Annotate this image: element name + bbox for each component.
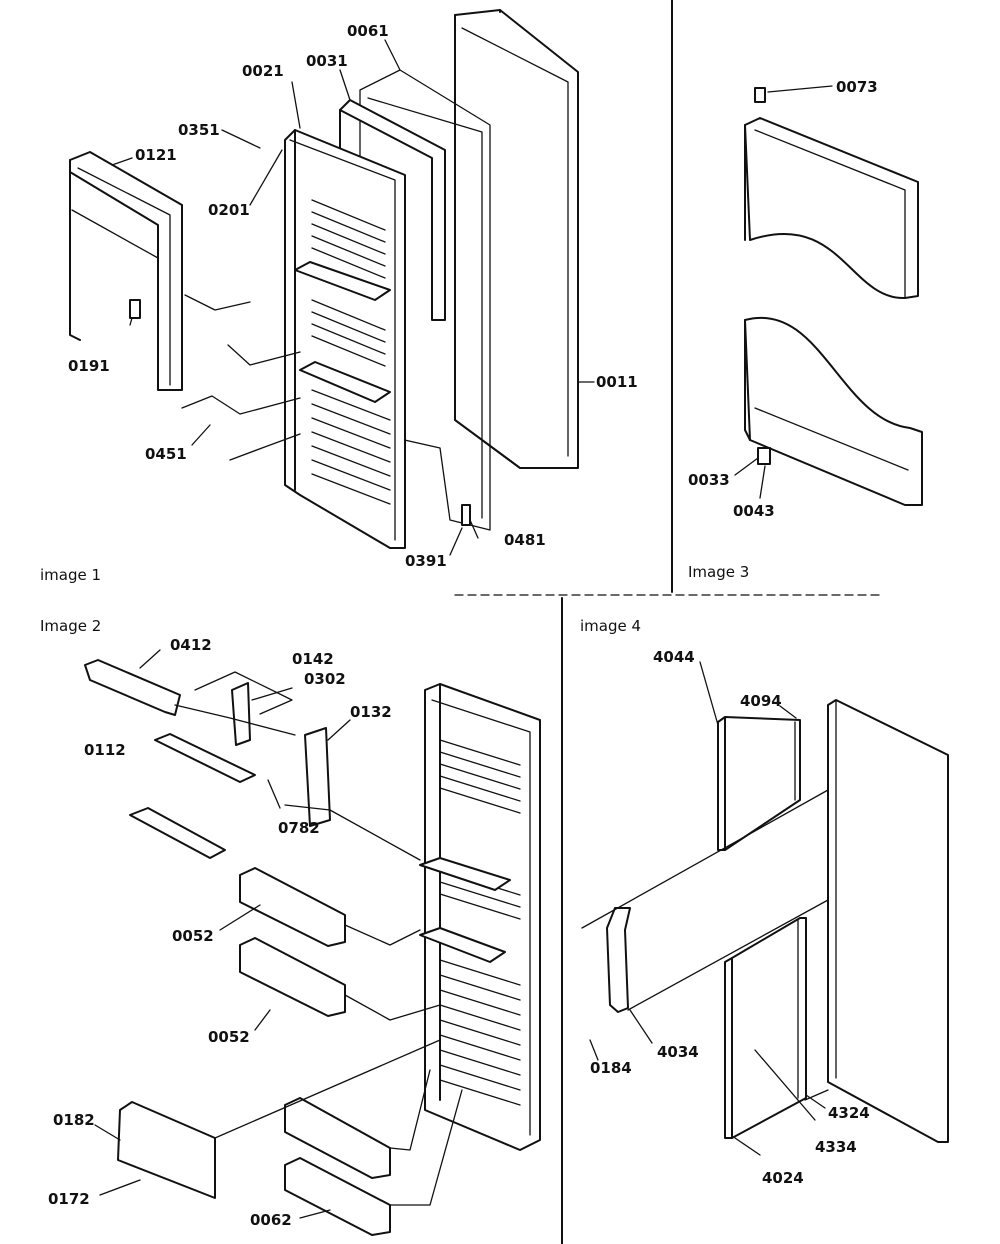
image-3-drawing (734, 85, 923, 506)
image-1-labels: 0061 0021 0031 0351 0121 0201 0191 0011 … (40, 22, 638, 584)
label-4044: 4044 (653, 648, 695, 666)
label-0184: 0184 (590, 1059, 632, 1077)
image-4-title: image 4 (580, 617, 641, 635)
image-4-labels: image 4 4094 4044 4034 0184 4324 4334 40… (580, 617, 870, 1187)
image-2-labels: Image 2 0412 0142 0302 0132 0112 0782 00… (40, 617, 392, 1229)
label-0033: 0033 (688, 471, 730, 489)
label-4034: 4034 (657, 1043, 699, 1061)
image-2-drawing (84, 649, 541, 1236)
label-0043: 0043 (733, 502, 775, 520)
label-0182: 0182 (53, 1111, 95, 1129)
label-0062: 0062 (250, 1211, 292, 1229)
label-4324: 4324 (828, 1104, 870, 1122)
label-0052-lower: 0052 (208, 1028, 250, 1046)
label-0302: 0302 (304, 670, 346, 688)
label-0112: 0112 (84, 741, 126, 759)
label-4024: 4024 (762, 1169, 804, 1187)
label-0201: 0201 (208, 201, 250, 219)
label-0481: 0481 (504, 531, 546, 549)
image-1-drawing (69, 9, 595, 556)
image-3-title: Image 3 (688, 563, 749, 581)
image-4-drawing (581, 661, 949, 1156)
label-4094: 4094 (740, 692, 782, 710)
label-0782: 0782 (278, 819, 320, 837)
label-0132: 0132 (350, 703, 392, 721)
label-0021: 0021 (242, 62, 284, 80)
label-4334: 4334 (815, 1138, 857, 1156)
label-0121: 0121 (135, 146, 177, 164)
label-0412: 0412 (170, 636, 212, 654)
label-0073: 0073 (836, 78, 878, 96)
label-0351: 0351 (178, 121, 220, 139)
label-0142: 0142 (292, 650, 334, 668)
label-0391: 0391 (405, 552, 447, 570)
label-0052-upper: 0052 (172, 927, 214, 945)
image-3-labels: 0073 0033 0043 Image 3 (688, 78, 878, 581)
image-1-title: image 1 (40, 566, 101, 584)
label-0031: 0031 (306, 52, 348, 70)
label-0011: 0011 (596, 373, 638, 391)
label-0191: 0191 (68, 357, 110, 375)
panel-dividers (454, 0, 881, 1244)
label-0061: 0061 (347, 22, 389, 40)
label-0172: 0172 (48, 1190, 90, 1208)
label-0451: 0451 (145, 445, 187, 463)
image-2-title: Image 2 (40, 617, 101, 635)
